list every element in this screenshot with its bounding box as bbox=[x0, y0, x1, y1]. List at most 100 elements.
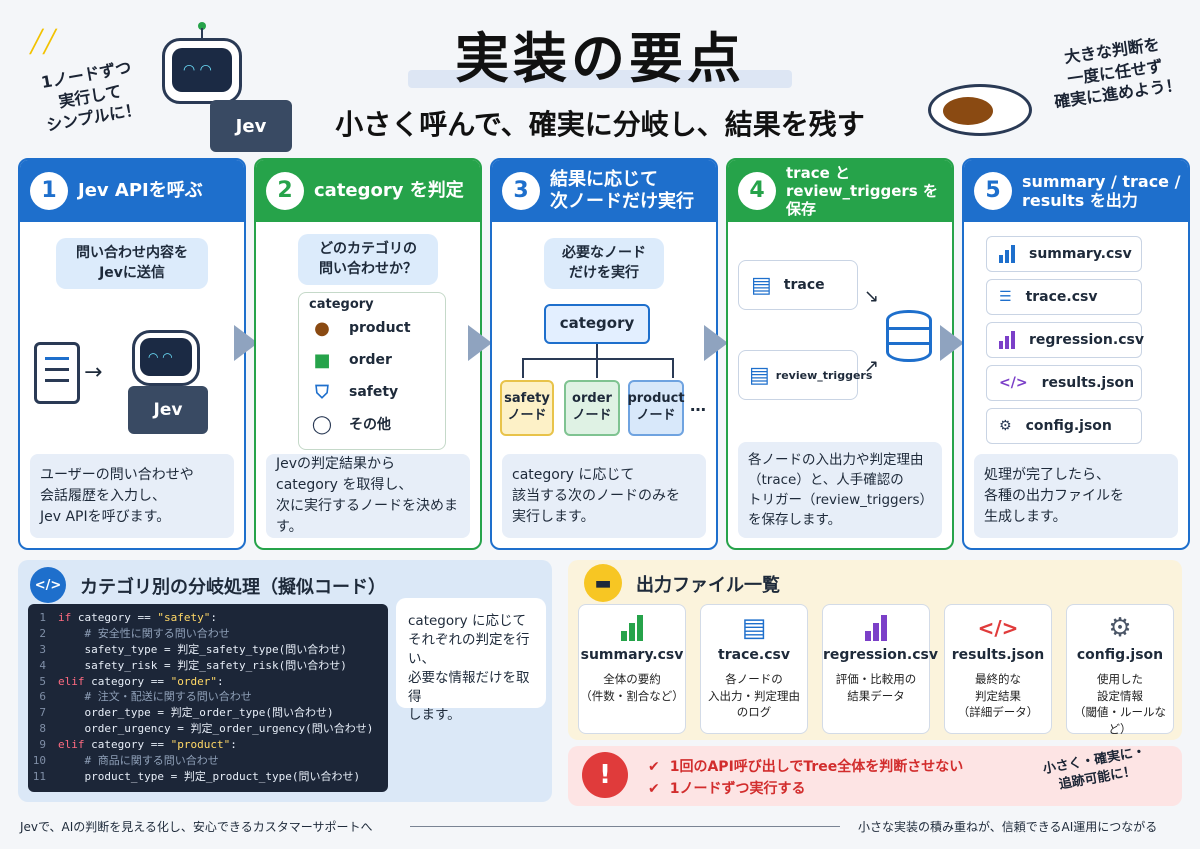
code-icon: </> bbox=[30, 567, 66, 603]
code-line: 7 order_type = 判定_order_type(問い合わせ) bbox=[39, 706, 334, 720]
step-number: 2 bbox=[266, 172, 304, 210]
step-number: 3 bbox=[502, 172, 540, 210]
gear-icon: ⚙ bbox=[1108, 613, 1132, 643]
output-file-card: ⚙ config.json 使用した設定情報（閾値・ルールなど） bbox=[1066, 604, 1174, 736]
output-file-name: regression.csv bbox=[823, 647, 938, 663]
bar-chart-icon bbox=[823, 615, 929, 641]
output-file-desc: 各ノードの入出力・判定理由のログ bbox=[708, 672, 800, 720]
laptop: Jev bbox=[128, 386, 208, 434]
chat-bubble-icon: ◯ bbox=[311, 413, 333, 435]
file-results-json: </>results.json bbox=[986, 365, 1142, 401]
code-line: 4 safety_risk = 判定_safety_risk(問い合わせ) bbox=[39, 658, 347, 672]
trace-item: ▤trace bbox=[738, 260, 858, 310]
document-icon bbox=[34, 342, 80, 404]
folder-icon: ▬ bbox=[584, 564, 622, 602]
step-description: 各ノードの入出力や判定理由（trace）と、人手確認のトリガー（review_t… bbox=[738, 442, 942, 538]
output-file-name: summary.csv bbox=[580, 647, 684, 663]
bar-chart-icon bbox=[999, 245, 1015, 263]
review-triggers-item: ▤review_triggers bbox=[738, 350, 872, 400]
category-box: category ●product ■order ⛉safety ◯その他 bbox=[298, 292, 446, 450]
category-label: product bbox=[349, 320, 411, 336]
output-file-name: results.json bbox=[951, 647, 1045, 663]
robot-mascot: ◠ ◠ Jev bbox=[150, 22, 300, 152]
truck-icon: ■ bbox=[313, 349, 331, 371]
more-indicator: … bbox=[690, 396, 706, 415]
bar-chart-icon bbox=[579, 615, 685, 641]
code-line: 11 product_type = 判定_product_type(問い合わせ) bbox=[32, 769, 361, 783]
output-file-name: config.json bbox=[1076, 647, 1164, 663]
laptop: Jev bbox=[210, 100, 292, 152]
output-file-name: trace.csv bbox=[718, 647, 790, 663]
page-subtitle: 小さく呼んで、確実に分岐し、結果を残す bbox=[335, 108, 865, 141]
category-node: category bbox=[544, 304, 650, 344]
document-icon: ▤ bbox=[741, 613, 767, 643]
category-label: order bbox=[349, 352, 392, 368]
footer-left: Jevで、AIの判断を見える化し、安心できるカスタマーサポートへ bbox=[20, 820, 373, 834]
gear-icon: ⚙ bbox=[999, 418, 1012, 434]
step-title: Jev APIを呼ぶ bbox=[78, 180, 203, 202]
arrow-right-icon: → bbox=[84, 360, 103, 385]
category-label: その他 bbox=[349, 417, 391, 433]
step-arrow bbox=[468, 325, 492, 361]
step-card-3: 3 結果に応じて次ノードだけ実行 必要なノードだけを実行 category saf… bbox=[490, 158, 718, 550]
file-regression-csv: regression.csv bbox=[986, 322, 1144, 358]
file-trace-csv: ☰trace.csv bbox=[986, 279, 1142, 315]
step-description: 処理が完了したら、各種の出力ファイルを生成します。 bbox=[974, 454, 1178, 538]
file-summary-csv: summary.csv bbox=[986, 236, 1142, 272]
code-note: category に応じてそれぞれの判定を行い、必要な情報だけを取得します。 bbox=[396, 598, 546, 723]
step-number: 1 bbox=[30, 172, 68, 210]
code-line: 6 # 注文・配送に関する問い合わせ bbox=[39, 690, 252, 704]
output-file-desc: 最終的な判定結果（詳細データ） bbox=[957, 672, 1039, 720]
step-description: category に応じて該当する次のノードのみを実行します。 bbox=[502, 454, 706, 538]
warning-list: ✔1回のAPI呼び出しでTree全体を判断させない ✔1ノードずつ実行する bbox=[648, 756, 963, 800]
sparkle-icon: ╱╱ bbox=[30, 30, 57, 55]
step-title: 結果に応じて次ノードだけ実行 bbox=[550, 169, 694, 212]
file-config-json: ⚙config.json bbox=[986, 408, 1142, 444]
arrow-right-icon: ↘ bbox=[864, 286, 880, 307]
warning-item: ✔1ノードずつ実行する bbox=[648, 781, 806, 797]
step-bubble: 必要なノードだけを実行 bbox=[544, 238, 664, 290]
step-number: 5 bbox=[974, 172, 1012, 210]
category-box-label: category bbox=[309, 297, 374, 312]
warning-item: ✔1回のAPI呼び出しでTree全体を判断させない bbox=[648, 759, 964, 775]
page-title: 実装の要点 bbox=[455, 27, 745, 90]
output-file-card: </> results.json 最終的な判定結果（詳細データ） bbox=[944, 604, 1052, 734]
step-arrow bbox=[940, 325, 964, 361]
code-line: 8 order_urgency = 判定_order_urgency(問い合わせ… bbox=[39, 722, 374, 736]
database-icon bbox=[886, 310, 932, 362]
shield-icon: ⛉ bbox=[315, 381, 329, 403]
step-number: 4 bbox=[738, 172, 776, 210]
curry-plate-icon bbox=[928, 84, 1032, 136]
category-label: safety bbox=[349, 384, 399, 400]
check-icon: ✔ bbox=[648, 781, 660, 797]
output-file-card: ▤ trace.csv 各ノードの入出力・判定理由のログ bbox=[700, 604, 808, 734]
list-icon: ☰ bbox=[999, 289, 1012, 305]
code-section-title: カテゴリ別の分岐処理（擬似コード） bbox=[80, 577, 386, 598]
document-icon: ▤ bbox=[749, 362, 770, 388]
step-description: ユーザーの問い合わせや会話履歴を入力し、Jev APIを呼びます。 bbox=[30, 454, 234, 538]
warning-box bbox=[568, 746, 1182, 806]
output-file-desc: 使用した設定情報（閾値・ルールなど） bbox=[1074, 672, 1166, 737]
code-icon: </> bbox=[977, 616, 1019, 640]
footer-divider bbox=[410, 826, 840, 827]
code-icon: </> bbox=[999, 375, 1028, 391]
step-arrow bbox=[704, 325, 728, 361]
document-icon: ▤ bbox=[751, 272, 772, 298]
code-line: 2 # 安全性に関する問い合わせ bbox=[39, 626, 230, 640]
check-icon: ✔ bbox=[648, 759, 660, 775]
arrow-right-icon: ↗ bbox=[864, 356, 880, 377]
step-bubble: どのカテゴリの問い合わせか？ bbox=[298, 234, 438, 286]
